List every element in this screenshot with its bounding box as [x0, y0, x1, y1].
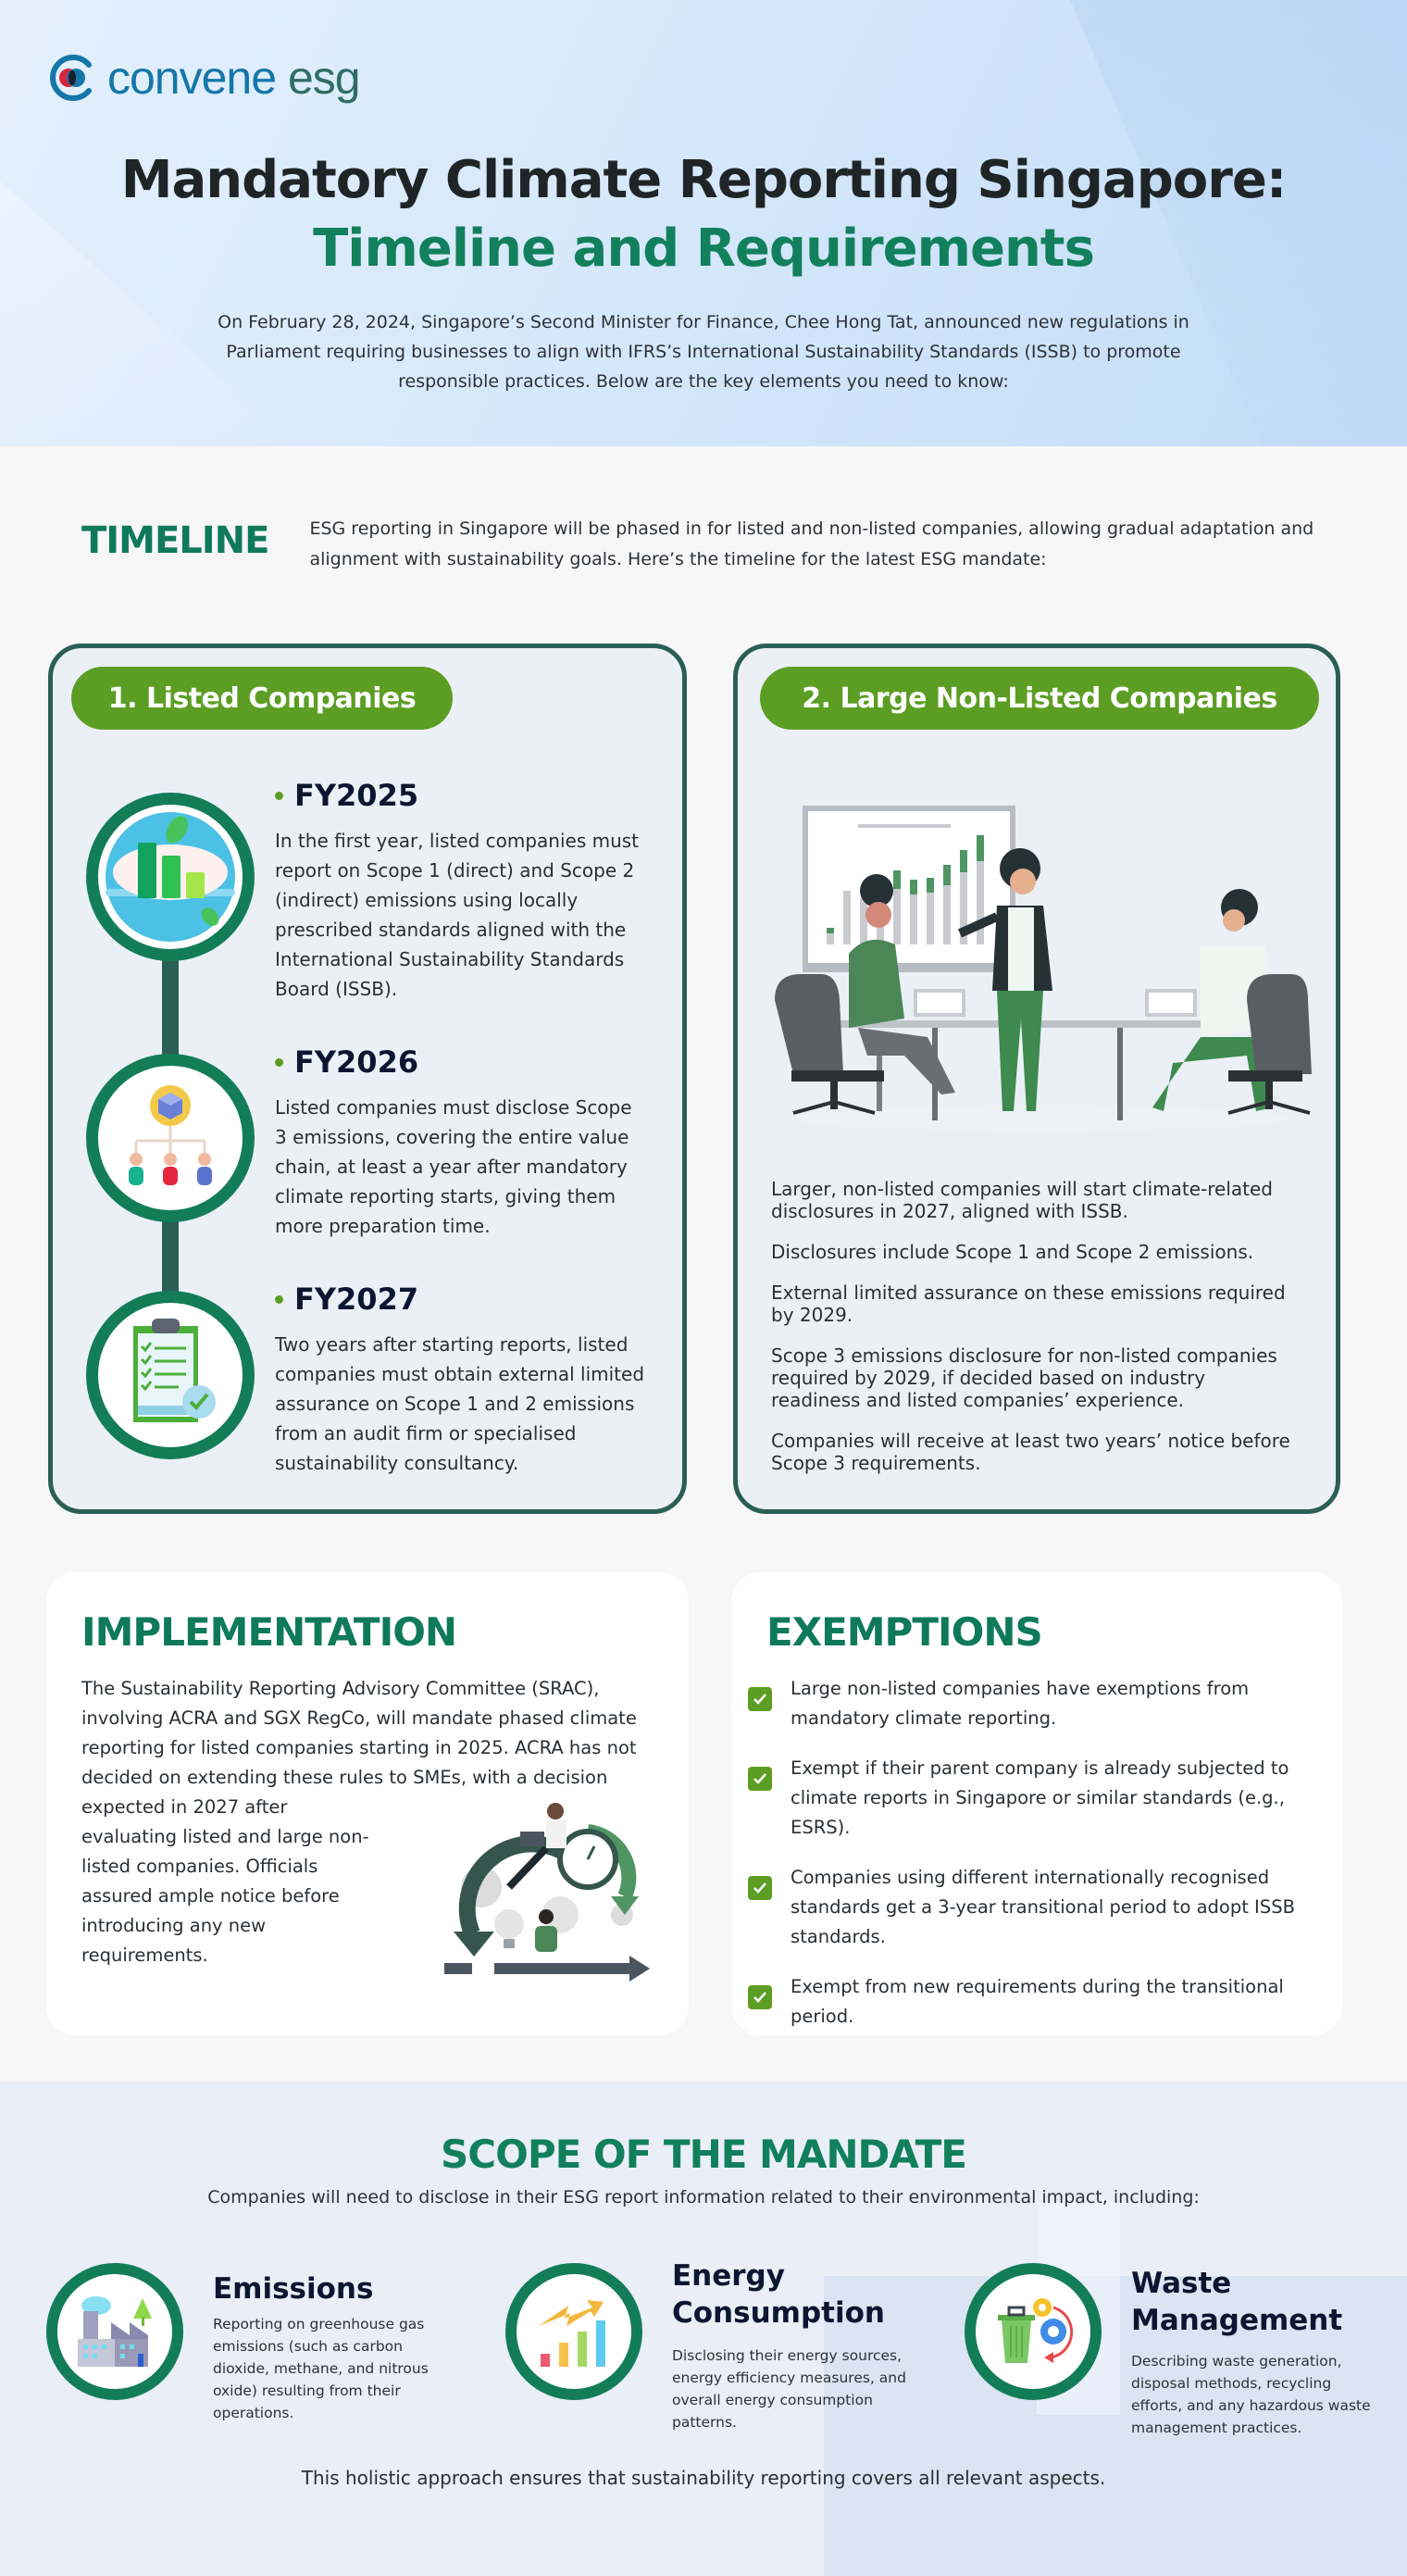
non-listed-companies-pill: 2. Large Non-Listed Companies [760, 667, 1319, 730]
brand-logo[interactable]: convene esg [46, 52, 361, 104]
exemption-item: Large non-listed companies have exemptio… [748, 1674, 1314, 1733]
energy-chart-icon [505, 2263, 642, 2400]
exemption-text: Exempt from new requirements during the … [791, 1976, 1284, 2027]
timeline-year-label: FY2026 [294, 1044, 419, 1080]
hero-section: convene esg Mandatory Climate Reporting … [0, 0, 1407, 446]
timeline-item-fy2027: FY2027 Two years after starting reports,… [275, 1282, 645, 1478]
bullet-icon [275, 791, 283, 800]
hero-intro: On February 28, 2024, Singapore’s Second… [218, 312, 1189, 392]
exemption-text: Large non-listed companies have exemptio… [791, 1678, 1250, 1729]
timeline-intro: ESG reporting in Singapore will be phase… [309, 519, 1314, 569]
non-listed-point: Companies will receive at least two year… [771, 1430, 1290, 1474]
listed-companies-card: 1. Listed Companies FY2025 In the first … [48, 644, 687, 1514]
bullet-icon [275, 1294, 283, 1304]
value-chain-network-icon [86, 1054, 255, 1222]
exemption-item: Companies using different internationall… [748, 1863, 1314, 1952]
timeline-text: Two years after starting reports, listed… [275, 1333, 645, 1474]
implementation-heading: IMPLEMENTATION [81, 1609, 457, 1655]
scope-item-title: Waste Management [1131, 2267, 1343, 2337]
title-line-1: Mandatory Climate Reporting Singapore: [120, 150, 1288, 210]
scope-section: SCOPE OF THE MANDATE Companies will need… [0, 2082, 1407, 2576]
exemption-item: Exempt from new requirements during the … [748, 1972, 1314, 2032]
brand-name: convene esg [107, 52, 361, 104]
implementation-text: The Sustainability Reporting Advisory Co… [81, 1678, 637, 1788]
exemption-text: Companies using different internationall… [791, 1867, 1295, 1947]
scope-footer: This holistic approach ensures that sust… [301, 2467, 1106, 2489]
timeline-year-label: FY2027 [294, 1282, 419, 1317]
non-listed-point: Larger, non-listed companies will start … [771, 1178, 1274, 1222]
process-cycle-illustration [444, 1803, 650, 1982]
scope-item-text: Reporting on greenhouse gas emissions (s… [213, 2316, 429, 2421]
checkmark-icon [748, 1767, 772, 1791]
exemptions-heading: EXEMPTIONS [766, 1609, 1043, 1655]
checkmark-icon [748, 1876, 772, 1900]
timeline-year: FY2026 [275, 1044, 645, 1080]
non-listed-point: Disclosures include Scope 1 and Scope 2 … [771, 1241, 1254, 1263]
non-listed-point: External limited assurance on these emis… [771, 1282, 1286, 1326]
checkmark-icon [748, 1985, 772, 2009]
listed-companies-pill: 1. Listed Companies [71, 667, 453, 730]
implementation-card: IMPLEMENTATION The Sustainability Report… [46, 1572, 689, 2035]
timeline-text: Listed companies must disclose Scope 3 e… [275, 1096, 632, 1237]
brand-name-esg: esg [276, 52, 361, 104]
scope-subtitle: Companies will need to disclose in their… [207, 2187, 1200, 2207]
scope-item-title: Emissions [213, 2272, 374, 2306]
timeline-year: FY2025 [275, 778, 645, 813]
checkmark-icon [748, 1687, 772, 1711]
cloud-bar-chart-icon [86, 793, 255, 961]
convene-logo-icon [50, 55, 92, 101]
scope-item-text: Describing waste generation, disposal me… [1131, 2353, 1371, 2436]
timeline-header: TIMELINE ESG reporting in Singapore will… [81, 514, 1351, 575]
non-listed-point: Scope 3 emissions disclosure for non-lis… [771, 1344, 1277, 1411]
brand-name-convene: convene [107, 52, 277, 104]
timeline-item-fy2026: FY2026 Listed companies must disclose Sc… [275, 1044, 645, 1241]
title-line-2: Timeline and Requirements [313, 219, 1095, 279]
timeline-year-label: FY2025 [294, 778, 419, 813]
page-title: Mandatory Climate Reporting Singapore: T… [0, 146, 1407, 283]
factory-icon [46, 2263, 183, 2400]
non-listed-points: Larger, non-listed companies will start … [771, 1178, 1299, 1493]
scope-heading: SCOPE OF THE MANDATE [441, 2132, 967, 2177]
exemption-text: Exempt if their parent company is alread… [791, 1757, 1289, 1838]
timeline-year: FY2027 [275, 1282, 645, 1317]
exemptions-list: Large non-listed companies have exemptio… [748, 1674, 1314, 2052]
non-listed-companies-card: 2. Large Non-Listed Companies [733, 644, 1340, 1514]
timeline-text: In the first year, listed companies must… [275, 830, 640, 1000]
exemptions-card: EXEMPTIONS Large non-listed companies ha… [731, 1572, 1342, 2035]
meeting-illustration [775, 806, 1312, 1132]
scope-item-text: Disclosing their energy sources, energy … [672, 2347, 906, 2431]
recycle-bin-icon [965, 2263, 1102, 2400]
exemption-item: Exempt if their parent company is alread… [748, 1754, 1314, 1843]
timeline-heading: TIMELINE [81, 519, 269, 562]
implementation-text-continued: expected in 2027 after evaluating listed… [81, 1796, 369, 1966]
timeline-item-fy2025: FY2025 In the first year, listed compani… [275, 778, 645, 1004]
checklist-clipboard-icon [86, 1291, 255, 1459]
scope-item-title: Energy Consumption [672, 2259, 885, 2330]
bullet-icon [275, 1057, 283, 1067]
